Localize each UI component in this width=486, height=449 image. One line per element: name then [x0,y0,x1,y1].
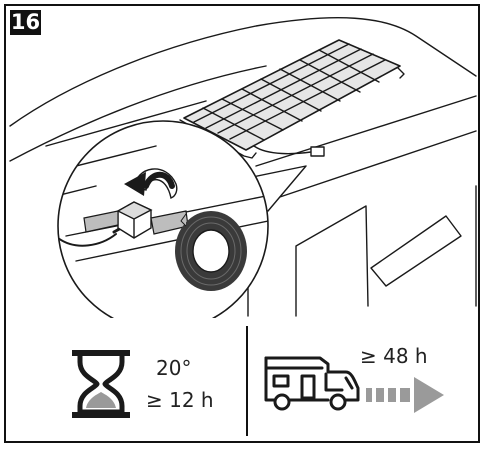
adhesive-tape-roll-icon [175,211,247,291]
section-divider [246,326,248,436]
motorhome-icon [264,356,360,411]
dashed-arrow-right-icon [366,377,444,413]
step-number-badge: 16 [10,10,41,35]
roof-solar-panel-illustration [9,17,477,318]
driving-wait-time: ≥ 48 h [360,344,428,368]
curing-min-time: ≥ 12 h [146,388,214,412]
hourglass-icon [72,350,130,418]
curing-temperature: 20° [156,356,192,380]
instruction-frame [4,4,480,443]
magnifier-circle [57,120,269,318]
cable-junction-box [116,201,153,239]
curved-arrow-icon [124,168,178,199]
